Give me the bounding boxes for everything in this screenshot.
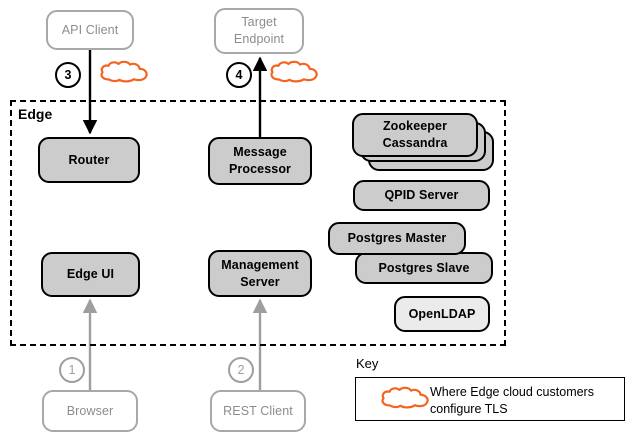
legend-title: Key	[356, 356, 379, 371]
edge-boundary-label: Edge	[18, 106, 53, 122]
legend-entry-line1: Where Edge cloud customers	[430, 385, 594, 399]
step-badge-3[interactable]: 3	[55, 62, 81, 88]
legend-entry-line2: configure TLS	[430, 401, 508, 416]
node-qpid-server[interactable]: QPID Server	[353, 180, 490, 211]
node-target-endpoint-label-line1: Target	[241, 15, 277, 30]
node-cassandra-label: Cassandra	[382, 136, 448, 150]
node-message-processor-label-line1: Message	[233, 145, 287, 160]
step-badge-4-number: 4	[235, 68, 243, 82]
node-group-postgres: Postgres Slave Postgres Master	[328, 222, 493, 286]
node-target-endpoint[interactable]: Target Endpoint	[214, 8, 304, 54]
node-group-zookeeper-cassandra: Zookeeper Cassandra	[352, 113, 497, 175]
tls-cloud-icon-legend	[381, 386, 429, 409]
node-router[interactable]: Router	[38, 137, 140, 183]
node-openldap[interactable]: OpenLDAP	[394, 296, 490, 332]
step-badge-4[interactable]: 4	[226, 62, 252, 88]
node-target-endpoint-label-line2: Endpoint	[233, 32, 285, 46]
node-postgres-slave[interactable]: Postgres Slave	[355, 252, 493, 284]
step-badge-2-number: 2	[237, 363, 245, 377]
node-api-client-label: API Client	[61, 22, 119, 37]
node-browser-label: Browser	[66, 403, 114, 418]
edge-boundary	[10, 100, 506, 346]
node-postgres-slave-label: Postgres Slave	[378, 260, 470, 275]
node-zookeeper-cassandra[interactable]: Zookeeper Cassandra	[352, 113, 478, 157]
node-qpid-server-label: QPID Server	[384, 188, 459, 203]
node-edge-ui[interactable]: Edge UI	[41, 252, 140, 297]
node-message-processor-label-line2: Processor	[228, 162, 292, 176]
node-rest-client[interactable]: REST Client	[210, 390, 306, 432]
tls-cloud-icon-step-4	[270, 60, 318, 83]
node-management-server-label-line1: Management	[221, 257, 299, 272]
node-api-client[interactable]: API Client	[46, 10, 134, 50]
node-edge-ui-label: Edge UI	[66, 267, 115, 282]
node-management-server[interactable]: Management Server	[208, 250, 312, 297]
node-browser[interactable]: Browser	[42, 390, 138, 432]
tls-cloud-icon-step-3	[100, 60, 148, 83]
node-router-label: Router	[68, 152, 110, 167]
step-badge-3-number: 3	[64, 68, 72, 82]
legend-entry-text: Where Edge cloud customers configure TLS	[430, 384, 625, 418]
node-openldap-label: OpenLDAP	[408, 306, 476, 321]
node-management-server-label-line2: Server	[240, 274, 280, 289]
node-message-processor[interactable]: Message Processor	[208, 137, 312, 185]
step-badge-2[interactable]: 2	[228, 357, 254, 383]
node-zookeeper-label: Zookeeper	[382, 119, 448, 134]
node-postgres-master-label: Postgres Master	[347, 231, 447, 246]
step-badge-1[interactable]: 1	[59, 357, 85, 383]
legend-box	[355, 377, 625, 421]
node-postgres-master[interactable]: Postgres Master	[328, 222, 466, 255]
step-badge-1-number: 1	[68, 363, 76, 377]
node-rest-client-label: REST Client	[223, 403, 293, 418]
